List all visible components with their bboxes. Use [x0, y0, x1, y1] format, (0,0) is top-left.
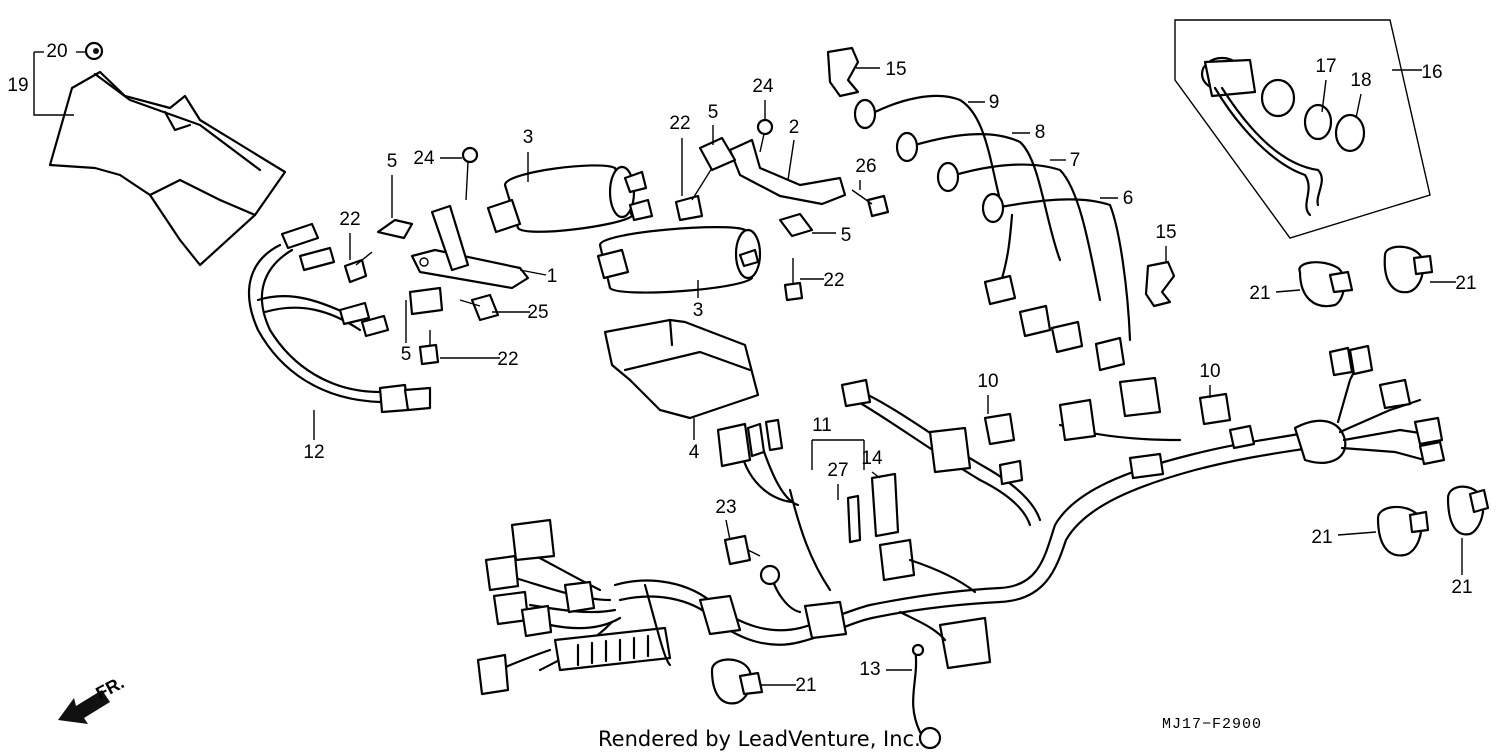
- callout-c20: 20: [46, 41, 67, 62]
- callout-c24b: 24: [752, 76, 774, 97]
- bolt-23: [723, 534, 761, 566]
- relay-10-right: [1198, 392, 1232, 426]
- callout-c5d: 5: [841, 225, 852, 246]
- callout-c5b: 5: [401, 344, 412, 365]
- relay-10-left: [983, 412, 1016, 446]
- callout-c22a: 22: [339, 209, 360, 230]
- callout-c6: 6: [1123, 188, 1134, 209]
- cord-clip-15-upper: [826, 46, 860, 98]
- callout-c23: 23: [715, 497, 736, 518]
- callout-c5c: 5: [708, 102, 719, 123]
- callout-numbers: 20 19 24 5 22 3 1 25 5 22 3 22 5 24 2 15 9 8 7 6 26 5 22 15 16 17…: [7, 41, 1476, 696]
- main-wire-harness: [476, 344, 1446, 696]
- callout-c2: 2: [789, 117, 800, 138]
- bolts-and-clips-left: [343, 146, 500, 366]
- bracket-2-assembly: [674, 118, 890, 302]
- callout-c21e: 21: [795, 675, 816, 696]
- callout-c3a: 3: [523, 127, 534, 148]
- callout-c25: 25: [527, 302, 548, 323]
- harness-band-21-d: [1446, 485, 1490, 536]
- callout-c22d: 22: [823, 270, 844, 291]
- callout-c15b: 15: [1155, 222, 1176, 243]
- callout-c26: 26: [855, 156, 876, 177]
- callout-c8: 8: [1035, 122, 1046, 143]
- callout-c4: 4: [689, 442, 700, 463]
- callout-c12: 12: [303, 442, 324, 463]
- callout-c14: 14: [861, 448, 883, 469]
- callout-c11: 11: [812, 415, 832, 436]
- callout-c17: 17: [1315, 56, 1336, 77]
- ignition-coil-lower-3: [596, 226, 762, 294]
- callout-c27: 27: [827, 460, 848, 481]
- front-direction-arrow: FR.: [58, 672, 127, 724]
- callout-c7: 7: [1070, 150, 1081, 171]
- callout-c22b: 22: [497, 349, 518, 370]
- spark-plug-cords-6-9: [853, 94, 1132, 372]
- harness-band-21-a: [1298, 261, 1354, 308]
- callout-c21d: 21: [1451, 577, 1472, 598]
- socket-inset-16: [1174, 19, 1431, 239]
- ignition-coil-upper-3: [486, 164, 654, 234]
- callout-c16: 16: [1421, 62, 1442, 83]
- callout-c15a: 15: [885, 59, 906, 80]
- callout-c1: 1: [547, 266, 558, 287]
- coil-cover-4: [603, 318, 760, 420]
- callout-c5a: 5: [387, 151, 398, 172]
- callout-c10a: 10: [977, 371, 998, 392]
- callout-c10b: 10: [1199, 361, 1220, 382]
- callout-c18: 18: [1350, 70, 1371, 91]
- callout-c21a: 21: [1249, 283, 1270, 304]
- harness-band-21-b: [1383, 245, 1434, 294]
- ground-lead-13: [911, 643, 942, 750]
- callout-c21c: 21: [1311, 527, 1332, 548]
- callout-c22c: 22: [669, 113, 690, 134]
- diagram-code: MJ17−F2900: [1162, 716, 1262, 733]
- render-credit: Rendered by LeadVenture, Inc.: [598, 727, 921, 751]
- callout-c13: 13: [859, 659, 880, 680]
- callout-c19: 19: [7, 75, 28, 96]
- callout-bracket-19-20: [33, 51, 86, 116]
- callout-c24a: 24: [413, 148, 435, 169]
- callout-c3b: 3: [693, 300, 704, 321]
- leader-lines: [313, 67, 1463, 686]
- harness-band-21-c: [1376, 505, 1430, 557]
- callout-c9: 9: [989, 92, 1000, 113]
- ignition-coil-bracket-1: [408, 204, 530, 316]
- side-cover-panel: [48, 41, 287, 267]
- harness-band-21-e: [710, 658, 764, 705]
- cord-clip-15-lower: [1144, 260, 1176, 308]
- sub-harness-12: [247, 222, 432, 414]
- callout-c21b: 21: [1455, 273, 1476, 294]
